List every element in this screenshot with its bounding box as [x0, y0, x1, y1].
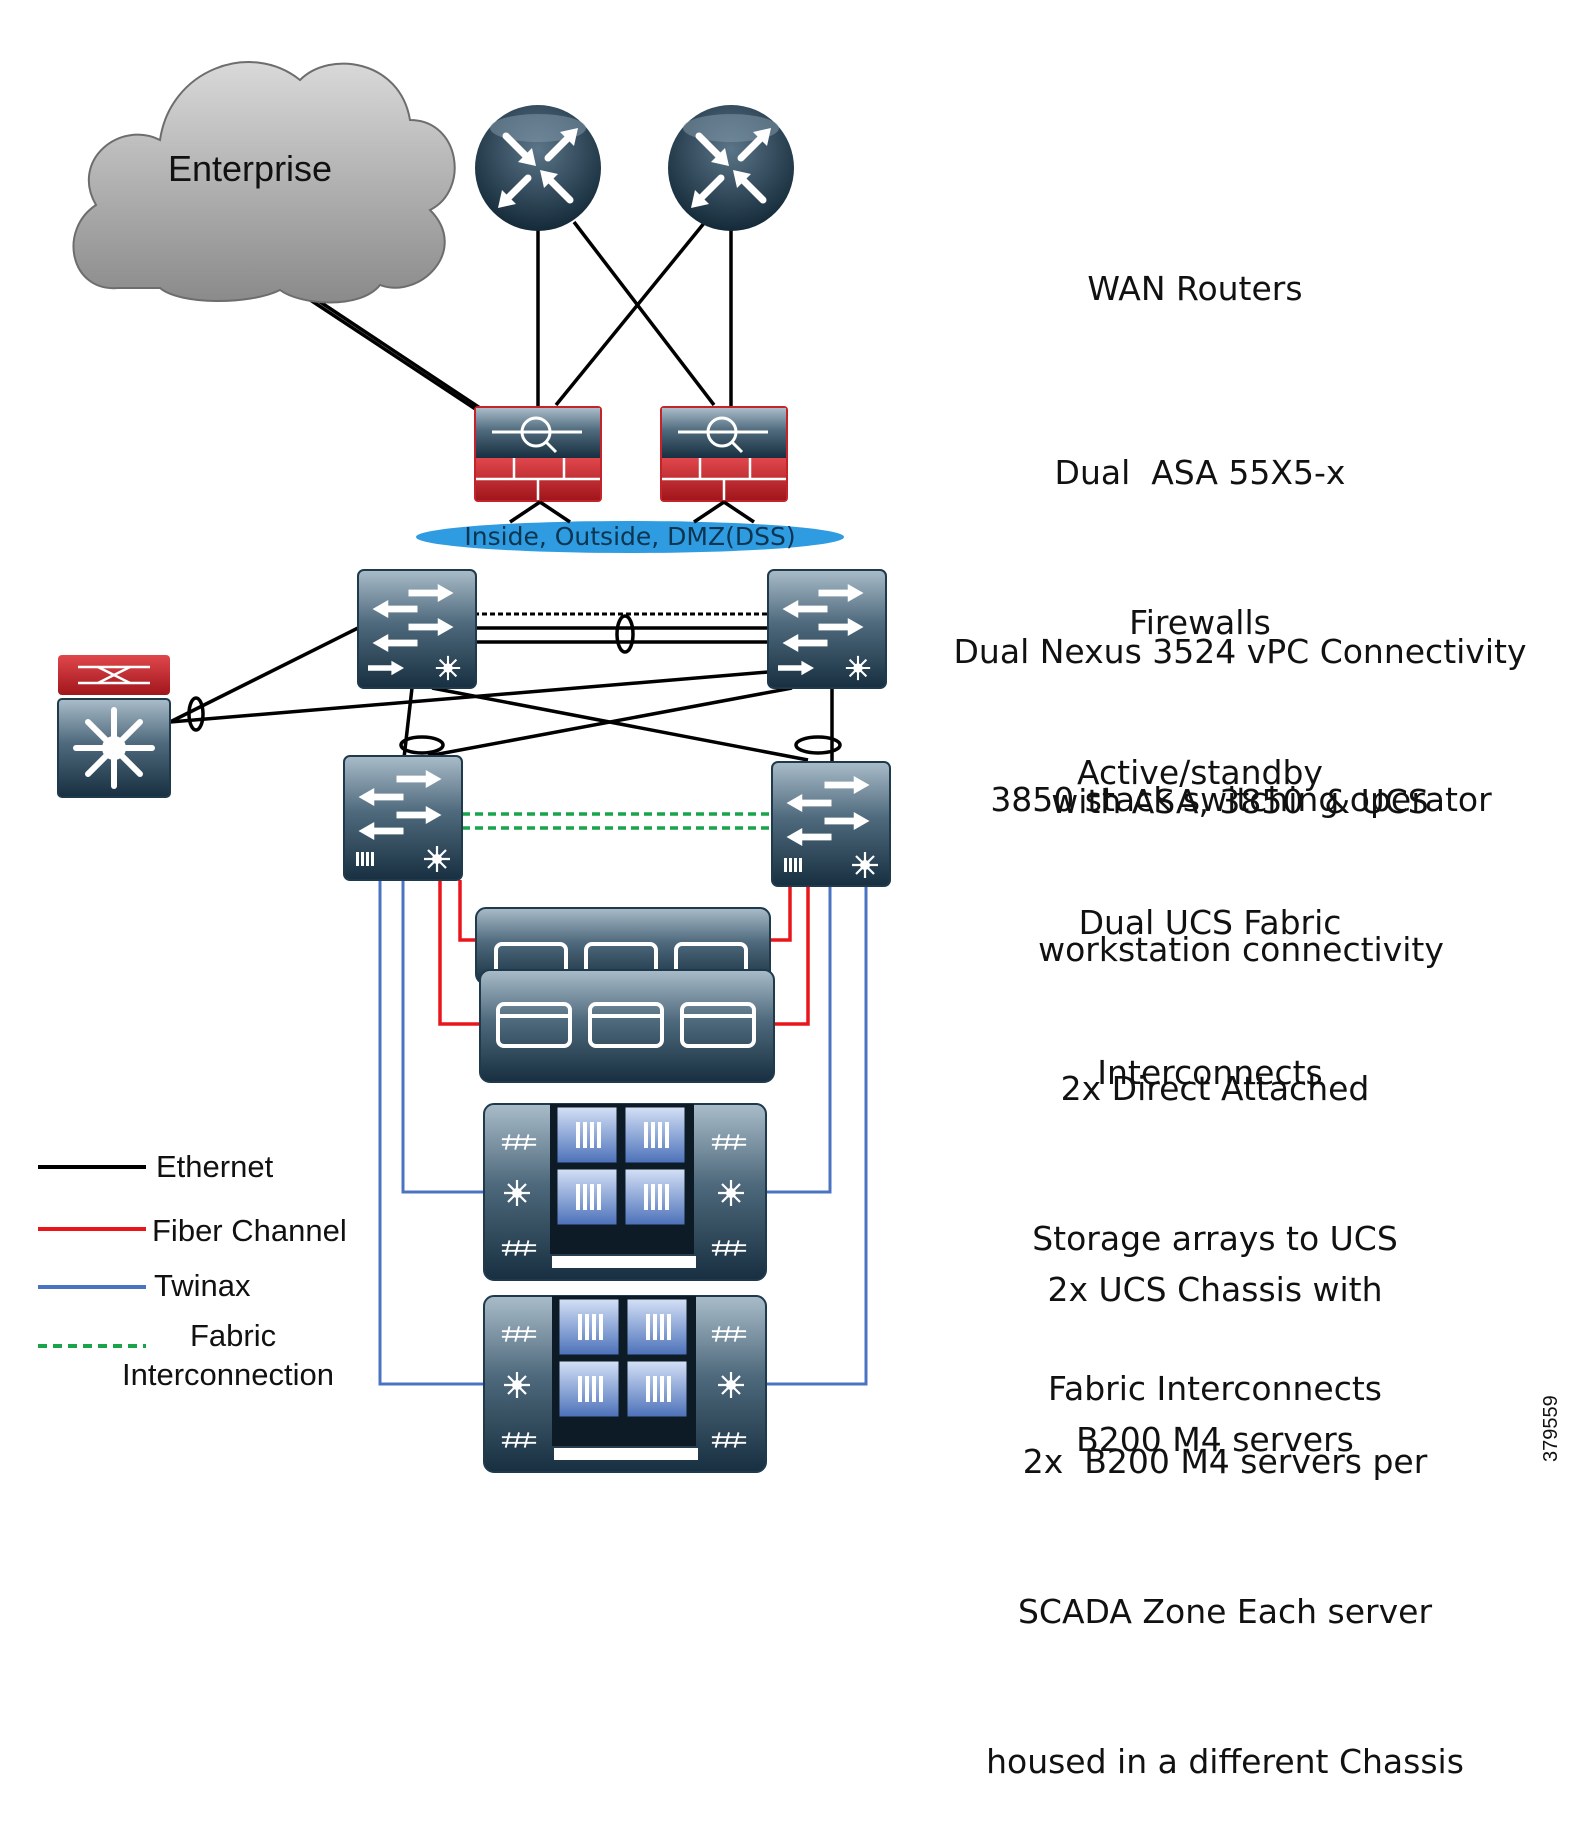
- tier-line: Fabric Interconnects: [1048, 1369, 1382, 1408]
- tier-line: Firewalls: [1129, 603, 1271, 642]
- legend-fabric-label-line1: Fabric: [190, 1318, 277, 1353]
- ethernet-links-fw-nexus: [509, 500, 755, 524]
- port-channel-marker-3850: [187, 696, 205, 732]
- firewall-icon: [474, 406, 602, 502]
- tier-line: Interconnects: [1097, 1053, 1323, 1092]
- vlan-ellipse: [416, 521, 844, 553]
- fabric-interconnect-icon: [343, 755, 463, 881]
- diagram-canvas: [38, 61, 891, 1473]
- tier-line: Dual Nexus 3524 vPC Connectivity: [953, 632, 1527, 671]
- legend-ethernet-label: Ethernet: [156, 1149, 274, 1184]
- router-icon: [475, 105, 601, 231]
- tier-line: SCADA Zone Each server: [1017, 1592, 1433, 1631]
- tier-line: 3850 stack switching operator: [990, 780, 1492, 819]
- twinax-link-fi2-chassis1: [766, 885, 832, 1194]
- ethernet-link-n2-fi1: [427, 686, 793, 758]
- ucs-chassis-icon: [483, 1295, 767, 1473]
- ethernet-link-3850-nexus2: [169, 670, 769, 724]
- ethernet-link-cloud-fw-b: [279, 278, 487, 418]
- tier-line: Active/standby: [1077, 753, 1323, 792]
- tier-line: Storage arrays to UCS: [1032, 1219, 1398, 1258]
- port-channel-marker-fi2: [794, 735, 842, 755]
- port-channel-marker-nexus: [615, 614, 635, 654]
- twinax-link-fi2-chassis2: [766, 885, 868, 1386]
- fc-link-fi1-array1: [458, 880, 480, 942]
- ethernet-link-n1-fi1: [402, 687, 414, 759]
- tier-line: 2x UCS Chassis with: [1047, 1270, 1383, 1309]
- tier-label-wan: WAN Routers: [1060, 164, 1330, 364]
- tier-label-storage: 2x Direct Attached Storage arrays to UCS…: [1010, 964, 1420, 1464]
- fc-link-fi2-array1: [768, 885, 792, 942]
- tier-label-3850: 3850 stack switching operator workstatio…: [974, 675, 1508, 1025]
- figure-id: 379559: [1540, 1395, 1562, 1462]
- ethernet-link-r1-fw2: [572, 220, 716, 407]
- nexus-switch-icon: [357, 569, 477, 689]
- network-diagram: Enterprise Inside, Outside, DMZ(DSS) WAN…: [38, 61, 1562, 1781]
- ethernet-link-n1-fi2: [431, 686, 809, 762]
- tier-label-fi: Dual UCS Fabric Interconnects: [1040, 798, 1380, 1148]
- legend-swatches: [38, 1165, 146, 1348]
- layer3-switch-icon: [57, 655, 171, 798]
- fiber-channel-links: [438, 880, 810, 1026]
- ethernet-links: [169, 220, 834, 765]
- legend-twinax-label: Twinax: [154, 1268, 251, 1303]
- fc-link-fi1-array2: [438, 880, 480, 1026]
- router-icon: [668, 105, 794, 231]
- tier-label-nexus: Dual Nexus 3524 vPC Connectivity with AS…: [944, 527, 1536, 877]
- twinax-links: [378, 880, 868, 1386]
- tier-line: Dual UCS Fabric: [1078, 903, 1342, 942]
- fc-link-fi2-array2: [775, 885, 810, 1026]
- tier-label-chassis: 2x UCS Chassis with B200 M4 servers: [1030, 1165, 1400, 1515]
- fabric-interconnection-links: [462, 812, 774, 830]
- cloud-icon: [72, 61, 456, 304]
- vlan-label: Inside, Outside, DMZ(DSS): [464, 522, 796, 551]
- legend-fabric-label-line2: Interconnection: [122, 1357, 334, 1392]
- tier-line: 2x B200 M4 servers per: [1022, 1442, 1428, 1481]
- tier-line: B200 M4 servers: [1076, 1420, 1354, 1459]
- nexus-switch-icon: [767, 569, 887, 689]
- storage-array-icon: [475, 907, 775, 1083]
- tier-label-servers: 2x B200 M4 servers per SCADA Zone Each s…: [968, 1337, 1482, 1837]
- tier-line: WAN Routers: [1087, 269, 1303, 308]
- tier-line: workstation connectivity: [1038, 930, 1444, 969]
- ethernet-link-r2-fw1: [554, 220, 707, 407]
- port-channel-markers: [187, 614, 842, 755]
- firewall-icon: [660, 406, 788, 502]
- tier-line: Dual ASA 55X5-x: [1054, 453, 1346, 492]
- legend-fiber-channel-label: Fiber Channel: [152, 1213, 347, 1248]
- tier-line: housed in a different Chassis: [986, 1742, 1464, 1781]
- tier-line: 2x Direct Attached: [1060, 1069, 1370, 1108]
- twinax-link-fi1-chassis1: [401, 880, 486, 1194]
- port-channel-marker-fi1: [399, 735, 445, 755]
- tier-label-asa: Dual ASA 55X5-x Firewalls Active/standby: [1000, 348, 1400, 848]
- twinax-link-fi1-chassis2: [378, 880, 486, 1386]
- ucs-chassis-icon: [483, 1103, 767, 1281]
- cloud-label: Enterprise: [168, 148, 333, 189]
- fabric-interconnect-icon: [771, 761, 891, 887]
- tier-line: with ASA, 3850 & UCS: [1051, 782, 1429, 821]
